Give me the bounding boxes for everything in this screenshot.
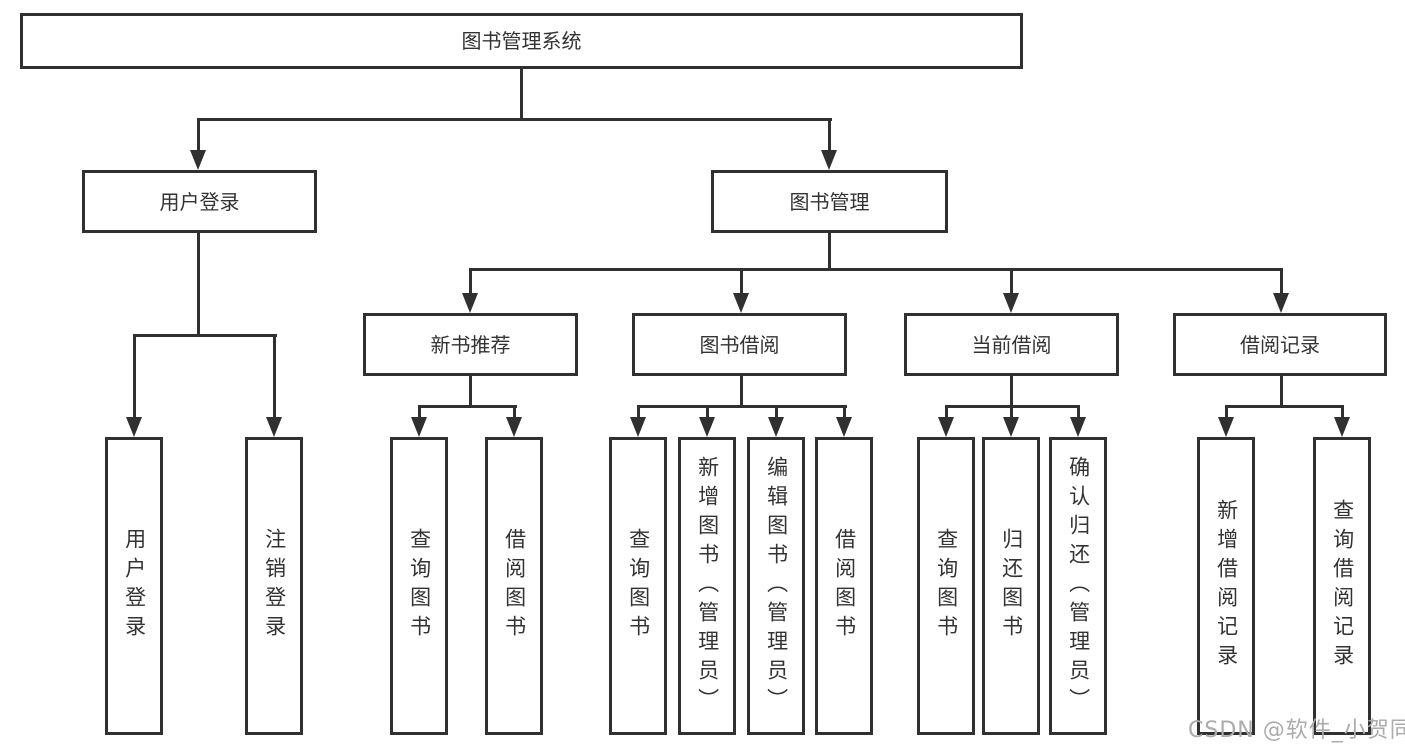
node-book-borrowing: 图书借阅 bbox=[632, 313, 847, 376]
connector-to-leaf bbox=[1010, 405, 1013, 420]
connector-section-branch bbox=[1225, 405, 1344, 408]
connector-to-leaf bbox=[418, 405, 421, 420]
connector-to-leaf bbox=[513, 405, 516, 420]
leaf-return-books: 归还图书 bbox=[982, 437, 1040, 735]
connector-to-section bbox=[469, 268, 472, 296]
arrowhead-icon bbox=[1070, 417, 1086, 437]
connector-to-leaf bbox=[843, 405, 846, 420]
leaf-confirm-return-admin: 确认归还（管理员） bbox=[1049, 437, 1107, 735]
leaf-user-login: 用户登录 bbox=[105, 437, 163, 735]
connector-to-leaf bbox=[706, 405, 709, 420]
connector-user-login-branch bbox=[133, 334, 277, 337]
connector-to-leaf bbox=[133, 334, 136, 420]
connector-to-leaf bbox=[1225, 405, 1228, 420]
node-borrow-records: 借阅记录 bbox=[1173, 313, 1387, 376]
arrowhead-icon bbox=[1218, 417, 1234, 437]
arrowhead-icon bbox=[836, 417, 852, 437]
connector-root-stem bbox=[520, 69, 523, 120]
arrowhead-icon bbox=[411, 417, 427, 437]
node-user-login: 用户登录 bbox=[82, 170, 317, 233]
connector-to-section bbox=[740, 268, 743, 296]
connector-section-stem bbox=[740, 376, 743, 408]
leaf-edit-books-admin: 编辑图书（管理员） bbox=[747, 437, 805, 735]
leaf-query-borrow-record: 查询借阅记录 bbox=[1313, 437, 1371, 735]
connector-section-stem bbox=[469, 376, 472, 408]
connector-to-section bbox=[1010, 268, 1013, 296]
connector-book-mgmt-stem bbox=[828, 233, 831, 271]
connector-to-leaf bbox=[775, 405, 778, 420]
connector-to-user-login bbox=[197, 118, 200, 152]
connector-to-leaf bbox=[945, 405, 948, 420]
arrowhead-icon bbox=[126, 417, 142, 437]
connector-section-stem bbox=[1280, 376, 1283, 408]
connector-root-branch bbox=[197, 118, 832, 121]
leaf-borrow-books: 借阅图书 bbox=[815, 437, 873, 735]
connector-user-login-stem bbox=[197, 233, 200, 337]
node-root: 图书管理系统 bbox=[20, 13, 1023, 69]
arrowhead-icon bbox=[190, 150, 206, 170]
arrowhead-icon bbox=[733, 293, 749, 313]
watermark: CSDN @软件_小贺同学 bbox=[1188, 718, 1405, 743]
connector-to-book-management bbox=[828, 118, 831, 152]
arrowhead-icon bbox=[506, 417, 522, 437]
node-book-management: 图书管理 bbox=[711, 170, 948, 233]
arrowhead-icon bbox=[938, 417, 954, 437]
node-new-book-recommend: 新书推荐 bbox=[363, 313, 578, 376]
arrowhead-icon bbox=[462, 293, 478, 313]
leaf-query-books-recommend: 查询图书 bbox=[390, 437, 448, 735]
arrowhead-icon bbox=[1003, 417, 1019, 437]
arrowhead-icon bbox=[630, 417, 646, 437]
connector-section-branch bbox=[418, 405, 517, 408]
arrowhead-icon bbox=[1273, 293, 1289, 313]
leaf-borrow-books-recommend: 借阅图书 bbox=[485, 437, 543, 735]
arrowhead-icon bbox=[768, 417, 784, 437]
arrowhead-icon bbox=[699, 417, 715, 437]
node-current-borrowing: 当前借阅 bbox=[904, 313, 1119, 376]
arrowhead-icon bbox=[821, 150, 837, 170]
connector-book-mgmt-branch bbox=[469, 268, 1283, 271]
connector-section-stem bbox=[1010, 376, 1013, 408]
connector-to-leaf bbox=[1077, 405, 1080, 420]
connector-to-leaf bbox=[637, 405, 640, 420]
leaf-query-books-borrow: 查询图书 bbox=[609, 437, 667, 735]
arrowhead-icon bbox=[1334, 417, 1350, 437]
leaf-logout: 注销登录 bbox=[245, 437, 303, 735]
connector-to-leaf bbox=[273, 334, 276, 420]
connector-to-leaf bbox=[1341, 405, 1344, 420]
leaf-add-borrow-record: 新增借阅记录 bbox=[1197, 437, 1255, 735]
arrowhead-icon bbox=[266, 417, 282, 437]
connector-to-section bbox=[1280, 268, 1283, 296]
leaf-add-books-admin: 新增图书（管理员） bbox=[678, 437, 736, 735]
arrowhead-icon bbox=[1003, 293, 1019, 313]
connector-section-branch bbox=[637, 405, 847, 408]
leaf-query-books-current: 查询图书 bbox=[917, 437, 975, 735]
